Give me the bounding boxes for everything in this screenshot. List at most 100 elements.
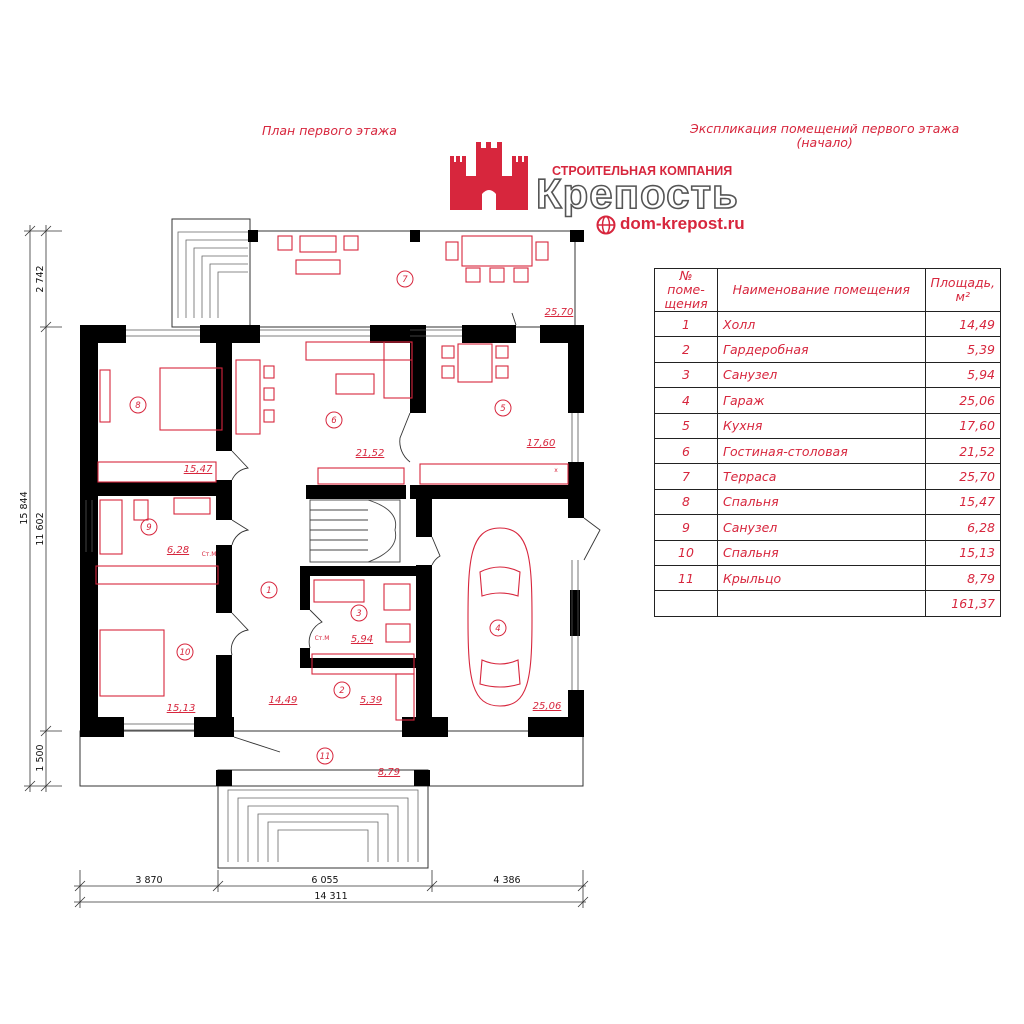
row-number: 4: [654, 387, 718, 414]
row-number: 7: [654, 463, 718, 490]
table-total-row: 161,37: [654, 590, 1002, 617]
explication-title-sub: (начало): [796, 135, 853, 150]
room-9-area: 6,28: [167, 545, 189, 556]
porch-steps: [227, 789, 419, 862]
row-area: 25,70: [924, 463, 1002, 490]
total-empty-2: [717, 590, 926, 617]
row-name: Спальня: [717, 539, 926, 566]
row-area: 8,79: [924, 564, 1002, 592]
room-4-area: 25,06: [533, 701, 562, 712]
row-area: 25,06: [924, 387, 1002, 414]
row-number: 11: [654, 564, 718, 592]
header-area: Площадь, м²: [924, 268, 1002, 312]
row-name: Холл: [717, 310, 926, 338]
row-number: 8: [654, 488, 718, 516]
table-header-row: № поме-щения Наименование помещения Площ…: [654, 268, 1002, 312]
dim-left-2: 11 602: [35, 512, 46, 545]
row-area: 17,60: [924, 412, 1002, 439]
room-9-number: 9: [146, 523, 151, 533]
room-8-area: 15,47: [184, 464, 213, 475]
row-area: 6,28: [924, 514, 1002, 541]
windows: [85, 329, 579, 731]
row-area: 15,13: [924, 539, 1002, 566]
row-number: 10: [654, 539, 718, 566]
row-number: 5: [654, 412, 718, 439]
row-name: Гостиная-столовая: [717, 437, 926, 465]
dim-left-1: 2 742: [35, 265, 46, 292]
dim-bottom-1: 3 870: [135, 875, 162, 886]
room-10-number: 10: [180, 648, 191, 658]
room-5-area: 17,60: [527, 438, 556, 449]
row-name: Крыльцо: [717, 564, 926, 592]
outline-lines: [79, 218, 584, 869]
logo-website: dom-krepost.ru: [620, 214, 745, 233]
room-5-number: 5: [500, 404, 505, 414]
row-name: Гараж: [717, 387, 926, 414]
row-area: 14,49: [924, 310, 1002, 338]
room-7-area: 25,70: [545, 307, 574, 318]
header-name: Наименование помещения: [717, 268, 926, 312]
room-2-area: 5,39: [360, 695, 382, 706]
row-name: Гардеробная: [717, 336, 926, 363]
dim-left-total: 15 844: [19, 491, 30, 524]
wc-tag-c: x: [554, 467, 558, 474]
room-3-number: 3: [356, 609, 361, 619]
dim-bottom-total: 14 311: [314, 891, 347, 902]
room-8-number: 8: [135, 401, 141, 411]
row-name: Кухня: [717, 412, 926, 439]
row-area: 5,39: [924, 336, 1002, 363]
room-2-number: 2: [339, 686, 344, 696]
row-name: Санузел: [717, 361, 926, 389]
room-6-area: 21,52: [356, 448, 385, 459]
dim-left-3: 1 500: [35, 744, 46, 771]
row-name: Терраса: [717, 463, 926, 490]
total-empty-1: [654, 590, 718, 617]
logo-brand-name: Крепость: [535, 169, 739, 218]
row-number: 6: [654, 437, 718, 465]
company-logo: СТРОИТЕЛЬНАЯ КОМПАНИЯ Крепость dom-krepo…: [446, 140, 776, 240]
room-11-area: 8,79: [378, 767, 400, 778]
row-number: 1: [654, 310, 718, 338]
room-6-number: 6: [331, 416, 337, 426]
row-name: Санузел: [717, 514, 926, 541]
room-11-number: 11: [320, 752, 331, 762]
logo-company-line: СТРОИТЕЛЬНАЯ КОМПАНИЯ: [552, 164, 733, 178]
row-number: 2: [654, 336, 718, 363]
stair: [309, 499, 401, 563]
furniture: [95, 235, 569, 721]
plan-title: План первого этажа: [262, 123, 397, 138]
room-10-area: 15,13: [167, 703, 196, 714]
globe-icon: [596, 215, 616, 235]
row-area: 15,47: [924, 488, 1002, 516]
room-7-number: 7: [402, 275, 408, 285]
explication-table: № поме-щения Наименование помещения Площ…: [654, 268, 1002, 617]
row-number: 9: [654, 514, 718, 541]
terrace-steps: [177, 231, 248, 318]
walls: [80, 230, 584, 786]
total-area: 161,37: [924, 590, 1002, 617]
row-area: 5,94: [924, 361, 1002, 389]
room-1-number: 1: [266, 586, 271, 596]
explication-title-main: Экспликация помещений первого этажа: [690, 121, 960, 136]
dim-bottom-2: 6 055: [311, 875, 338, 886]
wc-tag-b: Ст.М: [315, 635, 330, 642]
header-number: № поме-щения: [654, 268, 718, 312]
dimension-lines: [24, 225, 589, 908]
room-markers: [129, 270, 512, 765]
wc-tag-a: Ст.М: [202, 551, 217, 558]
castle-icon: [450, 142, 528, 210]
row-name: Спальня: [717, 488, 926, 516]
